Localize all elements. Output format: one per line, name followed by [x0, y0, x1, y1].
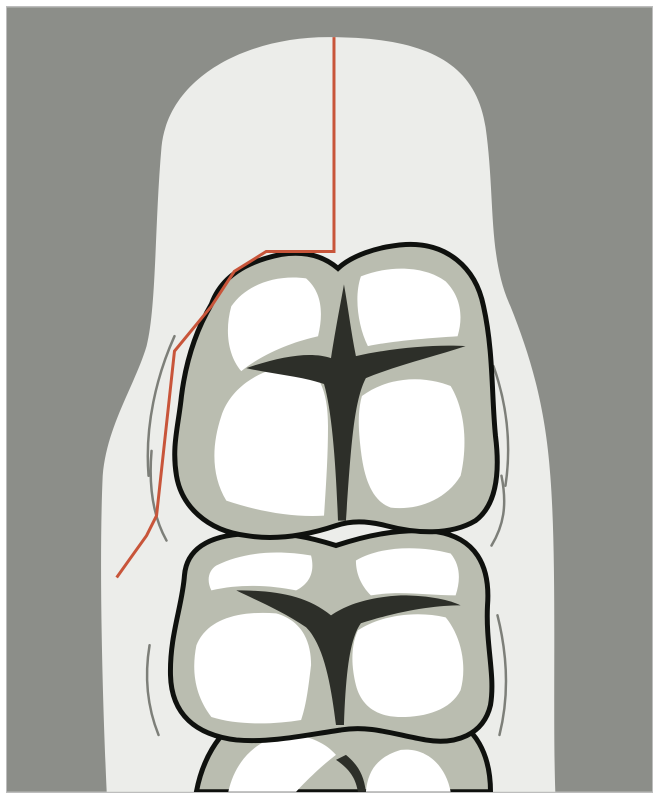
dental-illustration — [7, 7, 652, 792]
first-molar-cusp-distolingual — [359, 379, 465, 508]
second-molar-cusp-distolingual — [352, 614, 463, 717]
second-molar-cusp-distobuccal — [356, 548, 459, 595]
image-frame — [6, 6, 653, 793]
second-molar-cusp-mesiolingual — [194, 613, 311, 724]
